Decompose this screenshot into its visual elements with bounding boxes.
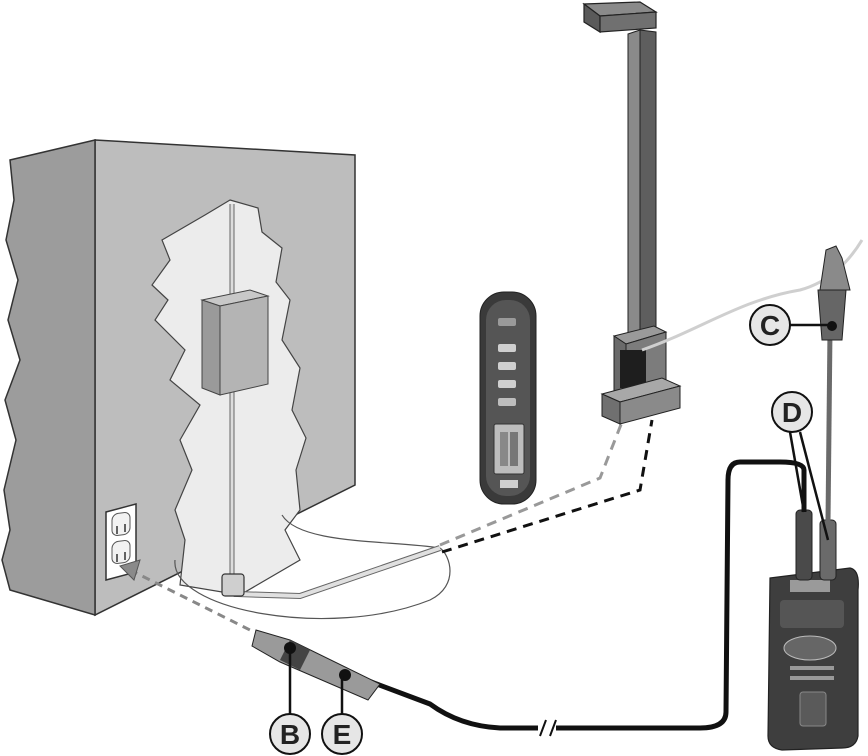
- callout-e-label: E: [333, 719, 352, 750]
- wall-section: [2, 140, 355, 615]
- callout-c: C: [750, 305, 790, 345]
- callout-b-label: B: [280, 719, 300, 750]
- clip-test-lead: [828, 330, 830, 522]
- receiver-device-icon: [480, 292, 536, 504]
- junction-box-icon: [202, 290, 268, 395]
- callout-d: D: [772, 392, 812, 432]
- light-post-icon: [584, 2, 680, 424]
- callout-c-label: C: [760, 310, 780, 341]
- transmitter-device-icon: [768, 510, 858, 750]
- cable-break-mark: [538, 716, 556, 740]
- callout-e: E: [322, 714, 362, 754]
- callout-b: B: [270, 714, 310, 754]
- callout-d-label: D: [782, 397, 802, 428]
- black-test-lead: [350, 462, 804, 728]
